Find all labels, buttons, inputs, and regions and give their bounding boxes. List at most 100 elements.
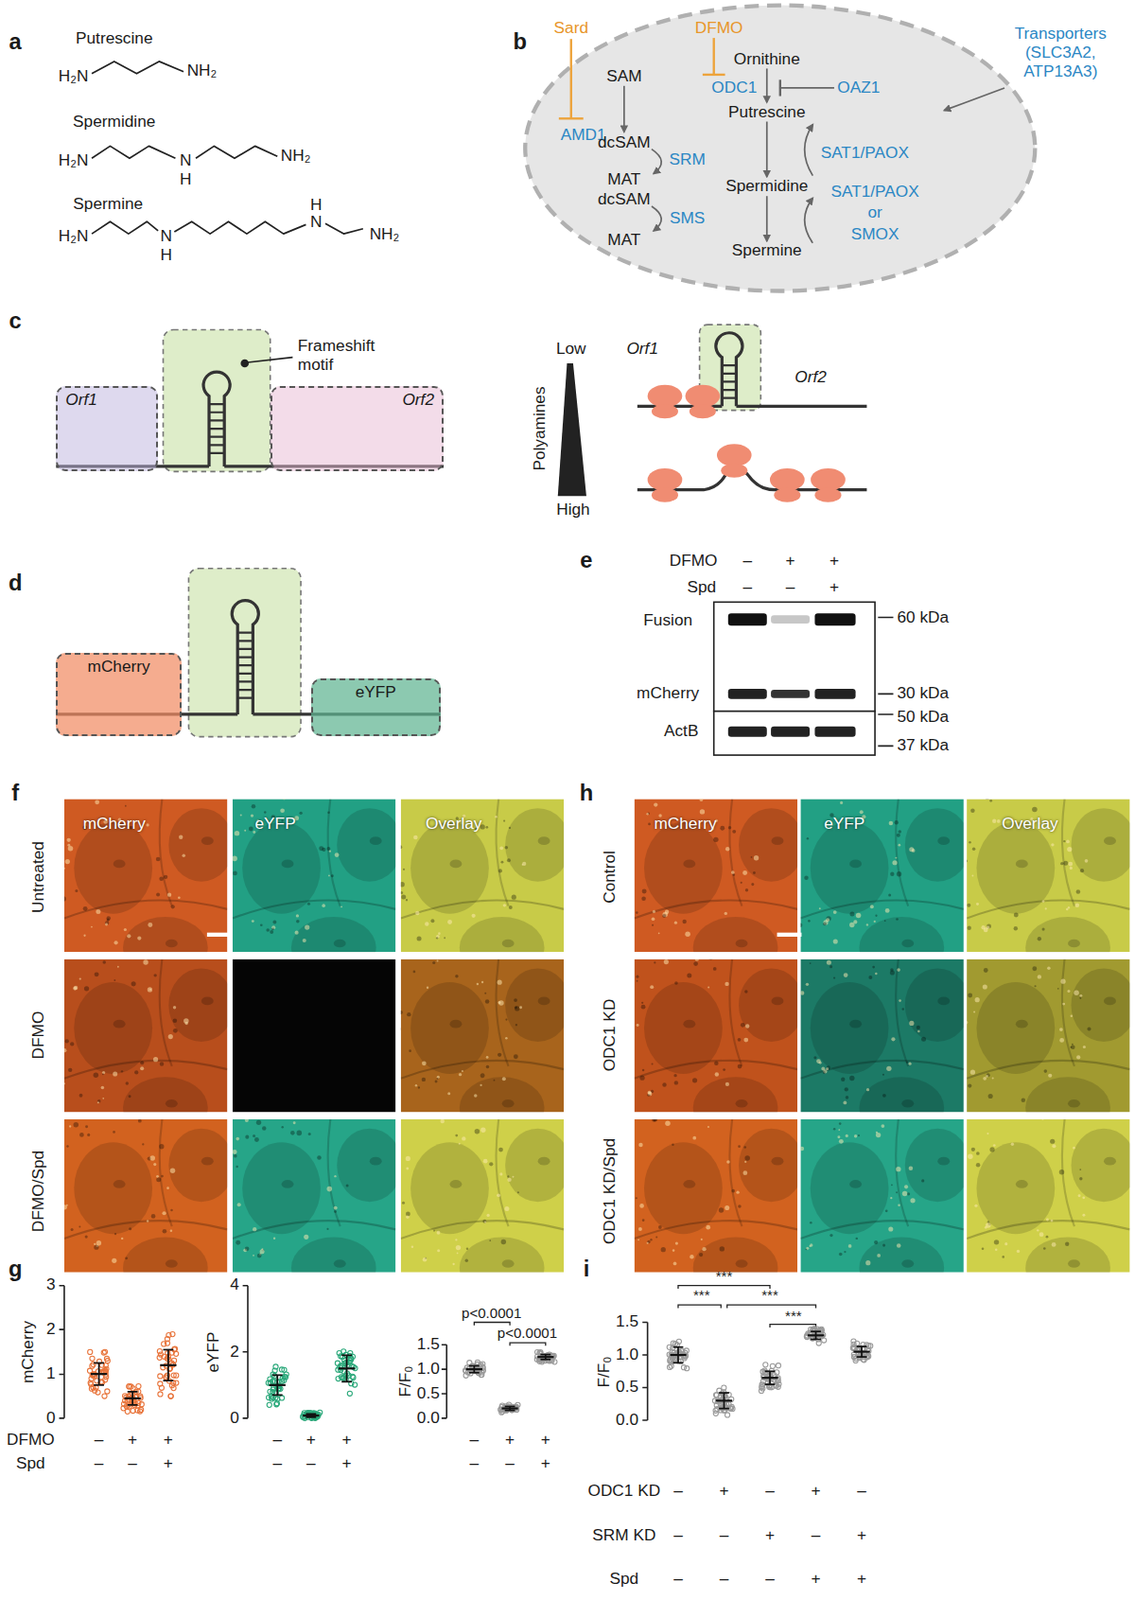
ribosome xyxy=(773,488,801,503)
granule xyxy=(724,911,728,915)
data-dot xyxy=(811,1326,817,1331)
granule xyxy=(1046,1218,1049,1222)
bond-chain xyxy=(174,221,306,234)
granule xyxy=(265,927,270,932)
granule xyxy=(844,1086,849,1091)
granule xyxy=(693,960,699,966)
mean-line xyxy=(501,1406,518,1409)
axis-title: Polyamines xyxy=(531,385,551,471)
cell-edge xyxy=(729,798,742,906)
granule xyxy=(974,1204,978,1207)
granule xyxy=(994,1239,999,1244)
nucleolus xyxy=(333,1258,347,1268)
panel-letter: d xyxy=(8,570,22,596)
granule xyxy=(809,1221,813,1224)
mean-line xyxy=(761,1376,778,1379)
granule xyxy=(976,1151,980,1155)
granule xyxy=(722,1067,726,1071)
axis-title: F/F₀ xyxy=(594,1356,614,1388)
label-text: 30 kDa xyxy=(896,683,949,703)
label-text: DFMO xyxy=(695,18,744,38)
granule xyxy=(908,846,914,852)
granule xyxy=(514,1005,520,1011)
granule xyxy=(807,919,811,923)
granule xyxy=(873,1239,878,1244)
nucleolus xyxy=(113,859,126,869)
drug-inhibition xyxy=(558,37,726,119)
cell-outline xyxy=(524,5,1035,292)
granule xyxy=(833,938,839,943)
granule xyxy=(837,1135,840,1138)
cell-edge xyxy=(159,959,173,1066)
granule xyxy=(1031,806,1038,813)
granule xyxy=(401,1201,405,1205)
label-text: 1 xyxy=(46,1363,56,1383)
error-cap xyxy=(272,1393,283,1396)
granule xyxy=(986,924,992,929)
granule xyxy=(800,990,804,995)
granule xyxy=(840,1077,845,1082)
granule xyxy=(64,1082,66,1085)
granule xyxy=(296,919,300,924)
cell-edge xyxy=(895,1118,908,1226)
granule xyxy=(655,1236,658,1239)
granule xyxy=(486,1213,489,1217)
cell-edge xyxy=(895,959,908,1066)
cell-nucleus xyxy=(858,1236,944,1272)
data-dot xyxy=(769,1383,775,1389)
granule xyxy=(651,1118,657,1122)
granule xyxy=(177,895,181,899)
error-cap xyxy=(305,1415,316,1418)
granule xyxy=(290,1130,296,1135)
nucleolus xyxy=(901,1099,914,1108)
granule xyxy=(1066,846,1072,852)
granule xyxy=(1016,1249,1020,1253)
granule xyxy=(809,1242,813,1246)
granule xyxy=(79,977,82,979)
granule xyxy=(653,802,658,806)
granule xyxy=(68,845,74,852)
data-dot xyxy=(89,1355,95,1361)
granule xyxy=(1042,899,1046,903)
granule xyxy=(973,1010,976,1013)
granule xyxy=(302,938,307,943)
granule xyxy=(896,871,902,876)
panel-letter: h xyxy=(579,780,594,806)
granule xyxy=(104,923,108,926)
data-dot xyxy=(334,1360,340,1365)
granule xyxy=(142,959,148,964)
granule xyxy=(121,1237,123,1240)
error-cap xyxy=(305,1412,316,1415)
granule xyxy=(658,931,661,934)
granule xyxy=(921,1178,925,1182)
cell-nucleus xyxy=(693,916,779,952)
label-text: ODC1 xyxy=(711,78,757,98)
granule xyxy=(401,890,403,894)
granule xyxy=(1046,1235,1049,1239)
label-text: Ornithine xyxy=(733,50,801,70)
inhibition-bar xyxy=(779,79,782,96)
cell-nucleus xyxy=(1025,1236,1111,1272)
granule xyxy=(642,888,647,893)
nucleolus xyxy=(538,996,551,1006)
blot-band xyxy=(728,726,768,737)
ribosome xyxy=(685,384,721,408)
mean-line xyxy=(669,1353,686,1356)
granule xyxy=(833,909,838,914)
error-cap xyxy=(272,1373,283,1376)
granule xyxy=(471,913,475,918)
data-dot xyxy=(266,1401,272,1407)
granule xyxy=(859,809,864,814)
granule xyxy=(805,982,809,986)
granule xyxy=(995,1247,998,1251)
data-dot xyxy=(860,1356,866,1362)
panel-letter: i xyxy=(583,1257,591,1283)
granule xyxy=(326,1227,329,1230)
granule xyxy=(647,822,651,826)
blot-band xyxy=(814,726,856,737)
nucleolus xyxy=(201,996,214,1006)
label-text: 0.5 xyxy=(417,1383,440,1403)
granule xyxy=(705,1224,711,1230)
data-dot xyxy=(104,1388,110,1394)
plot-axes xyxy=(59,1285,817,1420)
